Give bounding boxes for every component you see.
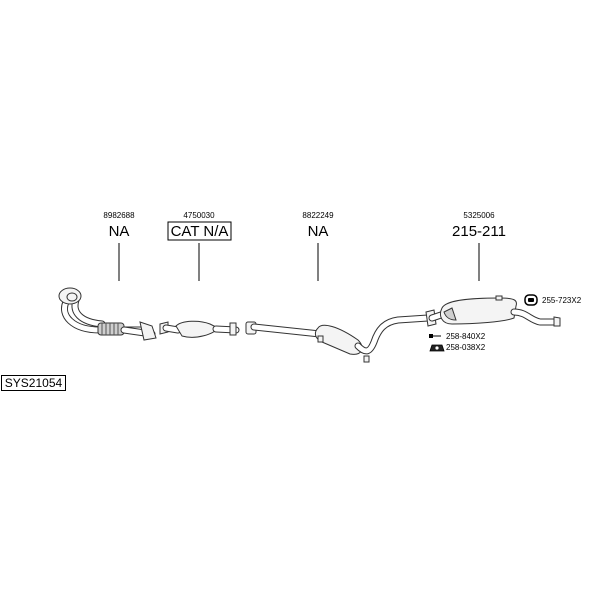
middle-pipe-drawing bbox=[245, 309, 437, 363]
part-label-1: NA bbox=[109, 223, 130, 240]
accessory-clamp: 255-723X2 bbox=[524, 294, 582, 306]
bolt-icon bbox=[429, 334, 441, 338]
accessory-code-rubber-mount: 258-038X2 bbox=[446, 343, 486, 352]
part-callout-2: 4750030 CAT N/A bbox=[167, 211, 232, 281]
accessory-bolt: 258-840X2 bbox=[429, 332, 486, 341]
part-number-3: 8822249 bbox=[302, 211, 334, 220]
part-label-4: 215-211 bbox=[452, 223, 506, 240]
converter-flange bbox=[229, 322, 237, 336]
accessory-code-bolt: 258-840X2 bbox=[446, 332, 486, 341]
part-number-1: 8982688 bbox=[103, 211, 135, 220]
part-callout-1: 8982688 NA bbox=[103, 211, 135, 281]
catalytic-converter-drawing bbox=[159, 320, 240, 338]
part-callout-4: 5325006 215-211 bbox=[452, 211, 506, 281]
part-callout-3: 8822249 NA bbox=[302, 211, 334, 281]
rubber-mount-icon bbox=[429, 344, 445, 352]
system-code-box: SYS21054 bbox=[1, 375, 66, 391]
part-number-2: 4750030 bbox=[183, 211, 215, 220]
front-pipe-flange bbox=[139, 321, 157, 341]
accessory-rubber-mount: 258-038X2 bbox=[429, 343, 486, 352]
accessory-code-clamp: 255-723X2 bbox=[542, 296, 582, 305]
front-pipe-drawing bbox=[58, 287, 157, 341]
converter-body bbox=[175, 320, 219, 338]
part-label-box-2 bbox=[167, 221, 232, 241]
part-label-3: NA bbox=[308, 223, 329, 240]
rear-silencer-drawing bbox=[428, 295, 561, 327]
part-number-4: 5325006 bbox=[463, 211, 495, 220]
tailpipe-end bbox=[553, 316, 561, 327]
part-label-2: CAT N/A bbox=[171, 223, 229, 240]
